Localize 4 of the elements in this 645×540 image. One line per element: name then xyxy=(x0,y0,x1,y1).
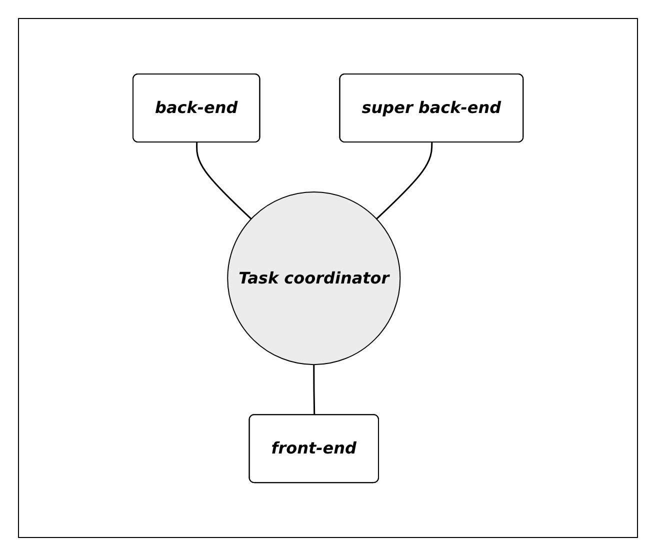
node-circle: Task coordinator xyxy=(227,191,401,365)
connector xyxy=(196,142,252,220)
connector xyxy=(376,142,433,220)
connector xyxy=(313,364,316,415)
